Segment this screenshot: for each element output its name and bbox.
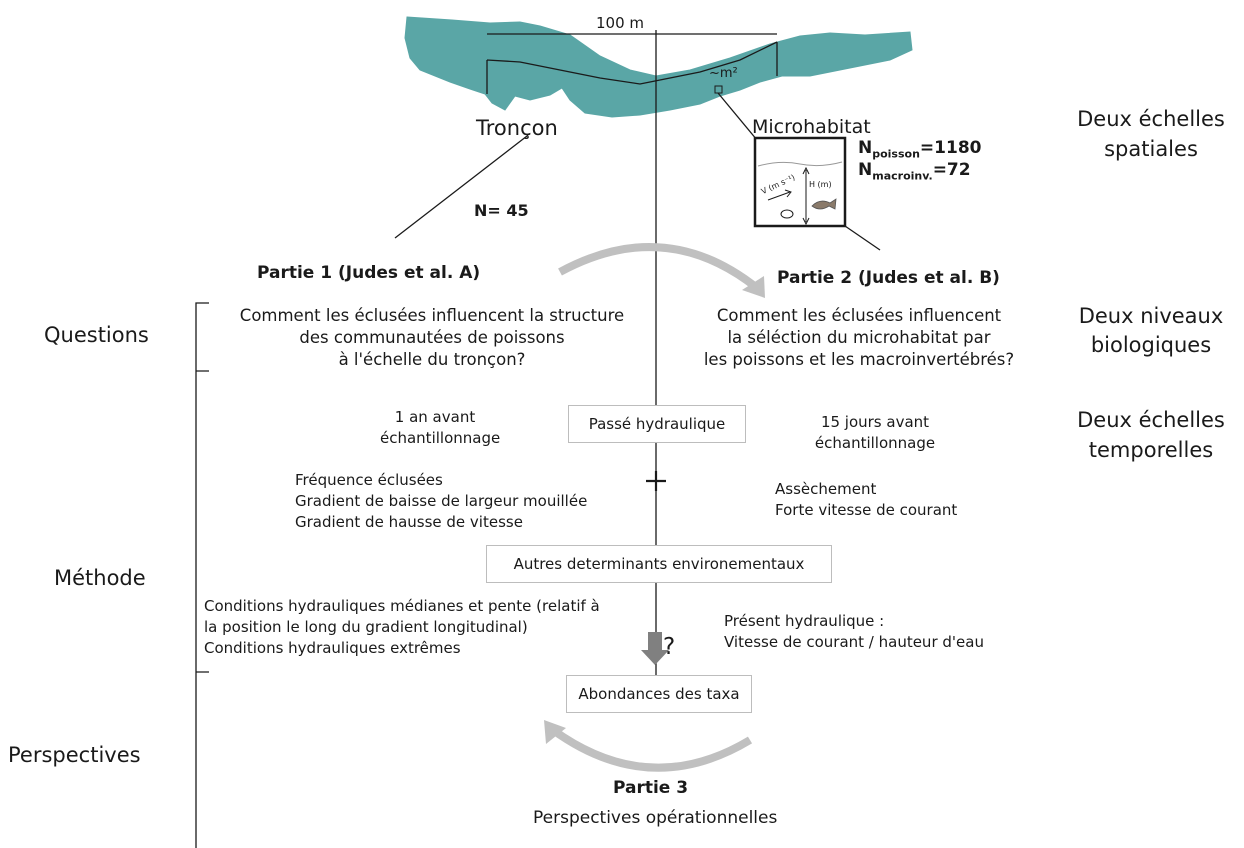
box-passe-hydraulique: Passé hydraulique xyxy=(568,405,746,443)
water-surface-line xyxy=(757,161,843,167)
time-left: 1 an avant échantillonnage xyxy=(380,407,501,449)
n-poisson-prefix: N xyxy=(858,138,873,158)
dark-arrow-shaft xyxy=(648,632,662,650)
label-spatial-line2: spatiales xyxy=(1104,137,1198,161)
label-biological-line2: biologiques xyxy=(1090,333,1212,357)
arrow-part1-to-part2-head xyxy=(742,276,765,298)
river-shape xyxy=(404,16,913,118)
reach-section-outline xyxy=(486,41,778,94)
metrics-right-line1: Assèchement xyxy=(775,480,877,498)
conditions-left-line2: la position le long du gradient longitud… xyxy=(204,618,528,636)
metrics-left-line1: Fréquence éclusées xyxy=(295,471,443,489)
part2-title: Partie 2 (Judes et al. B) xyxy=(777,268,1000,288)
conditions-left: Conditions hydrauliques médianes et pent… xyxy=(204,596,600,659)
pebble-icon xyxy=(780,209,794,219)
metrics-left: Fréquence éclusées Gradient de baisse de… xyxy=(295,470,587,533)
depth-arrow-heads xyxy=(802,166,810,226)
question-part1-line1: Comment les éclusées influencent la stru… xyxy=(239,306,625,325)
arrow-bottom-loop-head xyxy=(544,720,566,744)
question-part1-line2: des communautées de poissons xyxy=(299,328,565,347)
label-biological: Deux niveaux biologiques xyxy=(1066,302,1236,360)
plus-sign xyxy=(646,471,666,491)
n-macroinv-value: =72 xyxy=(932,160,971,180)
label-questions: Questions xyxy=(44,323,149,347)
dark-arrow-head xyxy=(641,650,669,665)
label-methode: Méthode xyxy=(54,566,146,590)
part1-title: Partie 1 (Judes et al. A) xyxy=(257,263,481,283)
micro-pointer-line-bottom xyxy=(844,225,881,251)
time-right-line1: 15 jours avant xyxy=(820,413,930,431)
box-autres-determinants: Autres determinants environementaux xyxy=(486,545,832,583)
n-reach: N= 45 xyxy=(474,201,529,220)
box-abondances: Abondances des taxa xyxy=(566,675,752,713)
question-part1-line3: à l'échelle du tronçon? xyxy=(338,350,526,369)
time-right-line2: échantillonnage xyxy=(814,434,936,452)
velocity-arrow xyxy=(767,191,791,201)
conditions-right-line1: Présent hydraulique : xyxy=(724,612,885,630)
reach-label: Tronçon xyxy=(476,116,558,140)
question-part1: Comment les éclusées influencent la stru… xyxy=(212,305,652,371)
n-macroinv-prefix: N xyxy=(858,160,873,180)
label-biological-line1: Deux niveaux xyxy=(1078,304,1224,328)
question-part2-line1: Comment les éclusées influencent xyxy=(716,306,1002,325)
label-spatial-line1: Deux échelles xyxy=(1077,107,1225,131)
reach-pointer-line xyxy=(394,135,528,239)
metrics-left-line2: Gradient de baisse de largeur mouillée xyxy=(295,492,588,510)
n-macroinv-sub: macroinv. xyxy=(872,169,933,183)
label-spatial: Deux échelles spatiales xyxy=(1066,104,1236,164)
label-perspectives: Perspectives xyxy=(8,743,141,767)
time-right: 15 jours avant échantillonnage xyxy=(805,412,945,454)
question-part2-line2: la séléction du microhabitat par xyxy=(727,328,991,347)
microhabitat-label: Microhabitat xyxy=(752,116,871,138)
n-poisson-sub: poisson xyxy=(872,147,920,161)
micro-area-label: ~m² xyxy=(709,66,738,81)
metrics-right-line2: Forte vitesse de courant xyxy=(775,501,958,519)
fish-icon xyxy=(811,198,837,210)
conditions-left-line3: Conditions hydrauliques extrêmes xyxy=(204,639,461,657)
arrow-bottom-loop xyxy=(550,726,753,772)
microhabitat-box xyxy=(753,136,847,228)
time-left-line1: 1 an avant xyxy=(394,408,476,426)
time-left-line2: échantillonnage xyxy=(380,429,501,447)
arrow-part1-to-part2 xyxy=(558,243,760,292)
part3-subtitle: Perspectives opérationnelles xyxy=(533,808,778,828)
scale-label: 100 m xyxy=(596,14,645,32)
label-temporal-line1: Deux échelles xyxy=(1077,408,1225,432)
n-macroinv: Nmacroinv.=72 xyxy=(858,160,971,182)
depth-label: H (m) xyxy=(809,180,832,189)
micro-pointer-line-top xyxy=(717,92,758,141)
question-part2: Comment les éclusées influencent la sélé… xyxy=(674,305,1044,371)
n-poisson-value: =1180 xyxy=(919,138,982,158)
velocity-arrow-head xyxy=(784,189,792,198)
part3-title: Partie 3 xyxy=(613,778,689,798)
label-temporal-line2: temporelles xyxy=(1088,438,1214,462)
conditions-right: Présent hydraulique : Vitesse de courant… xyxy=(724,611,984,653)
left-bracket xyxy=(195,302,209,848)
conditions-left-line1: Conditions hydrauliques médianes et pent… xyxy=(204,597,600,615)
metrics-right: Assèchement Forte vitesse de courant xyxy=(775,479,957,521)
n-poisson: Npoisson=1180 xyxy=(858,138,981,160)
question-mark: ? xyxy=(663,634,676,660)
conditions-right-line2: Vitesse de courant / hauteur d'eau xyxy=(724,633,984,651)
question-part2-line3: les poissons et les macroinvertébrés? xyxy=(703,350,1015,369)
label-temporal: Deux échelles temporelles xyxy=(1066,405,1236,465)
metrics-left-line3: Gradient de hausse de vitesse xyxy=(295,513,523,531)
